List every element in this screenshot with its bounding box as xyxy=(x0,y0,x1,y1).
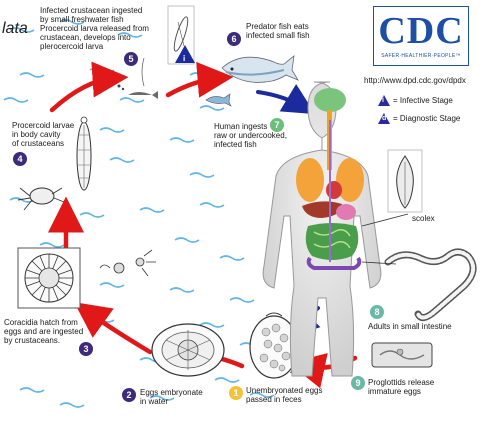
legend-diagnostic-label: = Diagnostic Stage xyxy=(393,114,461,123)
scolex-figure xyxy=(361,149,423,227)
unembryonated-egg xyxy=(249,312,299,379)
stage-2-number: 2 xyxy=(122,388,136,402)
stage-3-number: 3 xyxy=(79,342,93,356)
stage-6-line: infected small fish xyxy=(246,31,310,40)
stage-3-line: by crustaceans. xyxy=(4,336,61,345)
stage-2-line: in water xyxy=(140,397,169,406)
stage-9-label: Proglottids release immature eggs xyxy=(368,378,434,396)
stage-5-label: Infected crustacean ingested by small fr… xyxy=(40,6,149,51)
stage-7-line: raw or undercooked, xyxy=(214,131,287,140)
source-url: http://www.dpd.cdc.gov/dpdx xyxy=(364,76,466,85)
stage-7-line: infected fish xyxy=(214,140,257,149)
infective-triangle-icon: i xyxy=(378,95,390,106)
stage-1-number: 1 xyxy=(229,386,243,400)
proglottid-segment xyxy=(371,342,433,368)
stage-4-line: of crustaceans xyxy=(12,139,65,148)
human-body-figure xyxy=(262,81,382,377)
scolex-label: scolex xyxy=(412,214,435,223)
embryonated-egg xyxy=(151,323,225,377)
diagnostic-symbol: d xyxy=(382,115,387,122)
legend-diagnostic: d = Diagnostic Stage xyxy=(378,113,460,124)
stage-2-line: Eggs embryonate xyxy=(140,388,203,397)
diagnostic-triangle-icon: d xyxy=(378,113,390,124)
cdc-logo-letters: CDC xyxy=(378,10,464,52)
legend-infective-label: = Infective Stage xyxy=(393,96,453,105)
stage-4-line: in body cavity xyxy=(12,130,61,139)
stage-6-line: Predator fish eats xyxy=(246,22,309,31)
coracidia-swimming xyxy=(99,249,156,277)
stage-5-line: Infected crustacean ingested xyxy=(40,6,143,15)
stage-4-number: 4 xyxy=(13,152,27,166)
stage-9-number: 9 xyxy=(351,376,365,390)
stage-7-label: Human ingests raw or undercooked, infect… xyxy=(214,122,287,149)
stage-5-line: by small freshwater fish xyxy=(40,15,124,24)
stage-8-label: Adults in small intestine xyxy=(368,322,452,331)
cdc-logo-tagline: SAFER·HEALTHIER·PEOPLE™ xyxy=(381,53,461,59)
corner-text: lata xyxy=(2,20,28,37)
stage-5-line: plerocercoid larva xyxy=(40,42,104,51)
stage-6-label: Predator fish eats infected small fish xyxy=(246,22,310,40)
stage-7-line: Human ingests xyxy=(214,122,268,131)
stage-9-line: immature eggs xyxy=(368,387,421,396)
stage-5-line: crustacean, develops into xyxy=(40,33,131,42)
coracidium-box xyxy=(17,247,81,309)
stage-3-line: Coracidia hatch from xyxy=(4,318,78,327)
stage-8-line: Adults in small intestine xyxy=(368,322,452,331)
stage-1-line: passed in feces xyxy=(246,395,302,404)
stage-1-line: Unembryonated eggs xyxy=(246,386,323,395)
cdc-logo: CDC SAFER·HEALTHIER·PEOPLE™ xyxy=(373,6,469,66)
legend-infective: i = Infective Stage xyxy=(378,95,453,106)
stage-4-line: Procercoid larvae xyxy=(12,121,75,130)
predator-fish xyxy=(205,55,299,107)
stage-7-number: 7 xyxy=(270,118,284,132)
infective-symbol: i xyxy=(382,97,384,104)
stage-6-number: 6 xyxy=(227,32,241,46)
crustacean-with-procercoid xyxy=(17,116,92,211)
adult-tapeworm xyxy=(361,248,477,321)
infective-stage-marker-letter: i xyxy=(183,54,185,63)
stage-2-label: Eggs embryonate in water xyxy=(140,388,203,406)
stage-1-label: Unembryonated eggs passed in feces xyxy=(246,386,323,404)
infective-stage-marker xyxy=(175,45,195,63)
stage-5-number: 5 xyxy=(124,52,138,66)
water-waves xyxy=(3,19,275,408)
stage-3-label: Coracidia hatch from eggs and are ingest… xyxy=(4,318,83,345)
stage-5-line: Procercoid larva released from xyxy=(40,24,149,33)
stage-9-line: Proglottids release xyxy=(368,378,435,387)
stage-4-label: Procercoid larvae in body cavity of crus… xyxy=(12,121,74,148)
stage-3-line: eggs and are ingested xyxy=(4,327,84,336)
stage-8-number: 8 xyxy=(370,305,384,319)
